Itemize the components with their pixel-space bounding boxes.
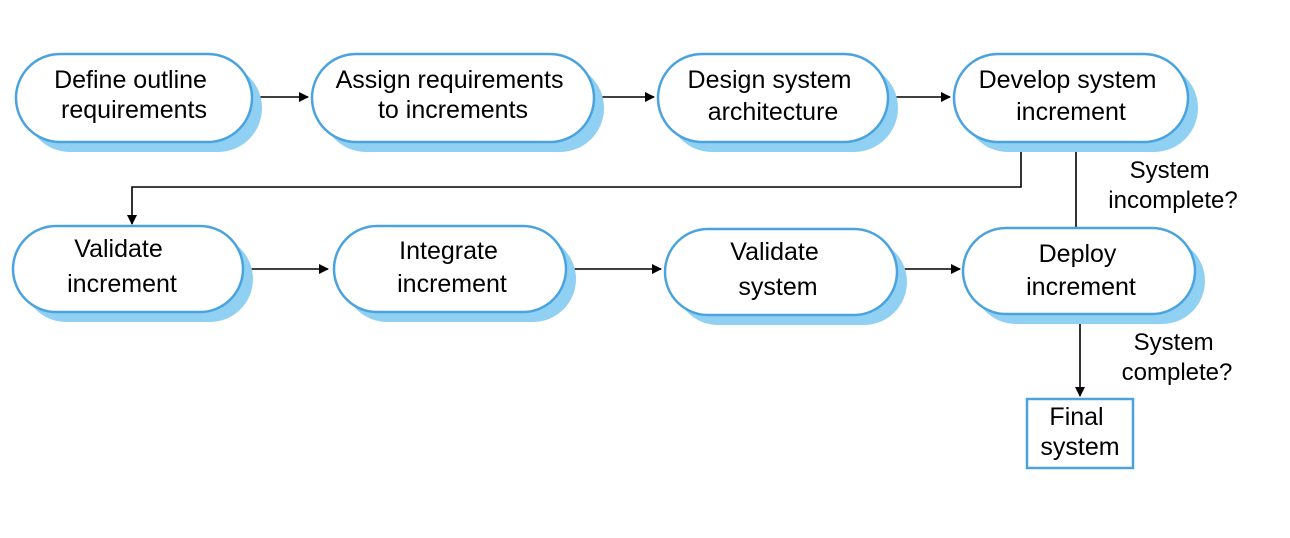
node-design-system-architecture: Design system architecture [656, 52, 898, 152]
node-define-outline-requirements: Define outline requirements [14, 52, 262, 152]
node-assign-requirements: Assign requirements to increments [310, 52, 604, 152]
svg-text:Develop system increment: Develop system increment [979, 66, 1164, 126]
edge-label-system-incomplete: System incomplete? [1108, 157, 1237, 214]
svg-text:Define outline requireme: Define outline requirements [54, 66, 214, 124]
svg-text:Integrate increment: Integrate increment [397, 237, 507, 298]
edge-label-system-complete: System complete? [1122, 329, 1233, 386]
node-deploy-increment: Deploy increment [961, 226, 1205, 324]
node-validate-increment: Validate increment [11, 224, 253, 322]
svg-text:Deploy increment: Deploy increment [1026, 240, 1136, 301]
svg-text:Assign requirements to i: Assign requirements to increments [336, 66, 571, 124]
arrow-develop-to-validate-increment [127, 140, 1022, 225]
node-final-system: Final system [1025, 397, 1135, 470]
node-validate-system: Validate system [663, 227, 907, 325]
svg-text:Validate system: Validate system [730, 238, 825, 301]
node-develop-system-increment: Develop system increment [952, 52, 1198, 152]
svg-text:Design system architectu: Design system architecture [688, 66, 859, 126]
svg-text:Final system: Final system [1040, 403, 1119, 461]
svg-text:Validate increment: Validate increment [67, 235, 177, 298]
node-integrate-increment: Integrate increment [332, 224, 576, 322]
